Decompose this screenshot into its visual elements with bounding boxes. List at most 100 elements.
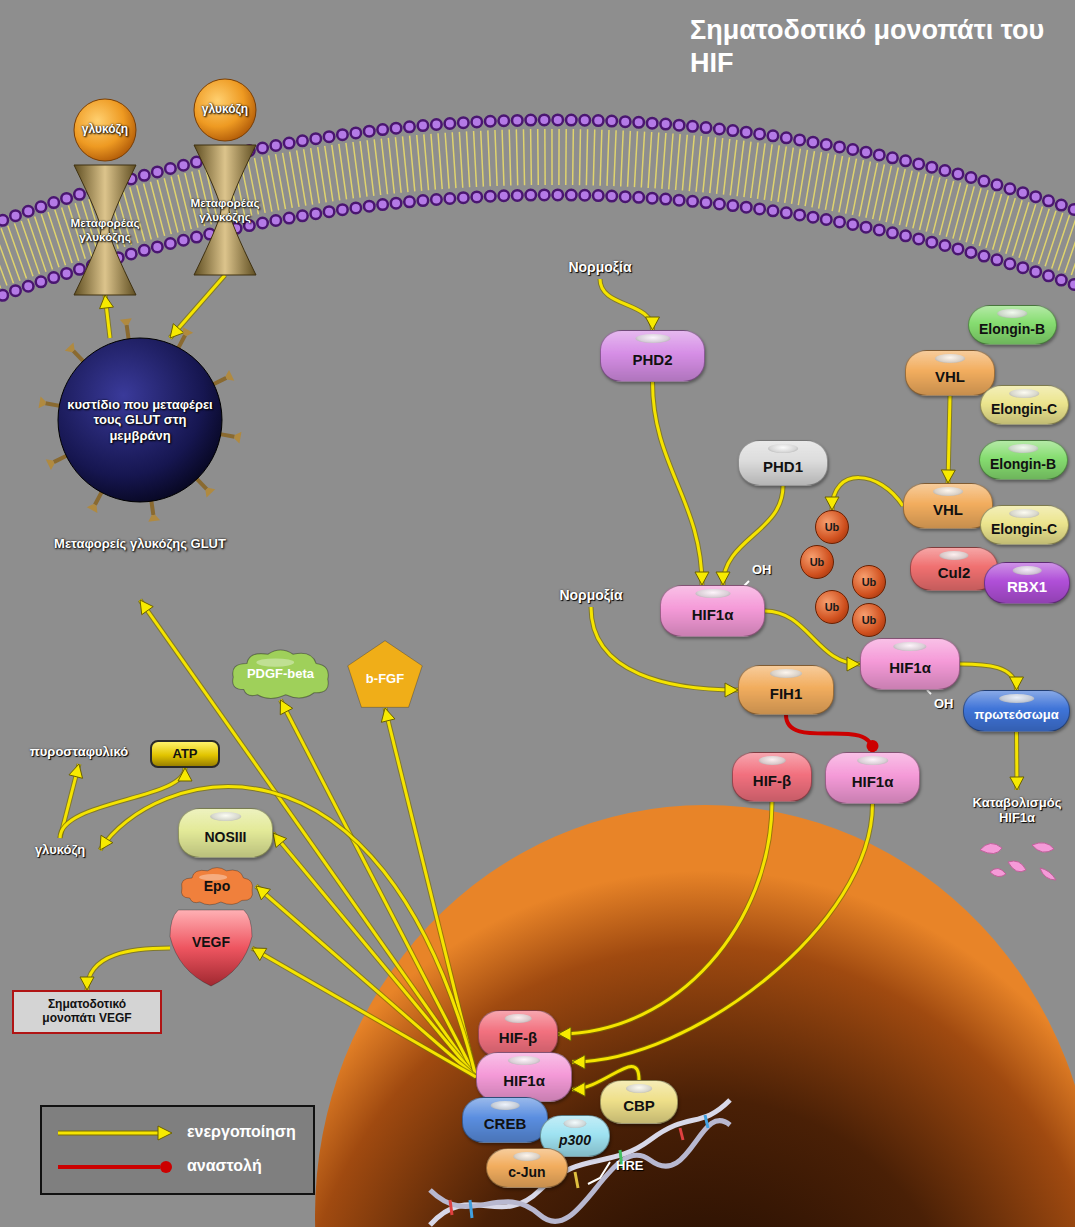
- arrow-head: [1010, 677, 1024, 690]
- node-label: VEGF: [192, 934, 230, 950]
- node-label: RBX1: [1007, 578, 1047, 595]
- arrow-head: [140, 600, 153, 615]
- arrow-head: [695, 572, 709, 585]
- node-label: Elongin-B: [979, 321, 1045, 337]
- arrow-line: [653, 382, 703, 585]
- node-label: πυροσταφυλικό: [30, 745, 128, 760]
- shine-highlight: [857, 756, 889, 765]
- degraded-fragments: [980, 843, 1056, 880]
- activation-arrow: [256, 886, 476, 1077]
- arrow-head: [80, 977, 94, 990]
- node-shape: [40, 338, 240, 600]
- protein-blob: VHL: [905, 350, 995, 396]
- arrow-shadow: [60, 768, 185, 838]
- node-label: HIF-β: [753, 772, 791, 789]
- arrow-shadow: [252, 948, 476, 1077]
- arrow-shadow: [600, 279, 653, 330]
- shine-highlight: [210, 812, 242, 821]
- factor-cloud: Epo: [178, 866, 256, 906]
- inhibition-line: [786, 715, 873, 752]
- node-label: Ub: [862, 614, 877, 627]
- legend-box: ενεργοποίηση αναστολή: [40, 1105, 315, 1195]
- protein-blob: CREB: [462, 1097, 548, 1143]
- glucose-transporter: Μεταφορέας γλυκόζης: [182, 145, 268, 275]
- node-label: PDGF-beta: [247, 667, 314, 682]
- legend-text: ενεργοποίηση: [187, 1123, 296, 1141]
- shine-highlight: [939, 551, 968, 560]
- protein-blob: HIF1α: [660, 585, 765, 637]
- shine-highlight: [1009, 389, 1039, 398]
- activation-arrow: [80, 948, 170, 990]
- arrow-line: [273, 833, 476, 1077]
- glucose-molecule: γλυκόζη: [73, 98, 137, 162]
- activation-arrow: [716, 486, 783, 585]
- nucleus: [315, 805, 1075, 1227]
- node-label: Ub: [825, 521, 840, 534]
- node-label: Σηματοδοτικό μονοπάτι VEGF: [20, 998, 154, 1026]
- arrow-head: [280, 700, 292, 715]
- arrow-shadow: [87, 948, 170, 990]
- protein-blob: HIF1α: [860, 638, 960, 690]
- node-label: HIF-β: [499, 1029, 537, 1046]
- ubiquitin: Ub: [852, 565, 886, 599]
- shine-highlight: [1008, 444, 1038, 453]
- node-label: PHD2: [632, 351, 672, 368]
- arrow-head: [646, 317, 660, 330]
- activation-arrow: [140, 600, 476, 1077]
- arrow-shadow: [140, 600, 476, 1077]
- node-label: Cul2: [938, 564, 971, 581]
- node-label: CBP: [623, 1097, 655, 1114]
- shine-highlight: [505, 1014, 532, 1023]
- activation-arrow: [1010, 732, 1024, 790]
- annotation-label: OH: [934, 696, 954, 711]
- arrow-line: [960, 664, 1017, 690]
- inhibition-connector: [786, 715, 879, 752]
- node-label: HIF1α: [503, 1072, 545, 1089]
- arrow-shadow: [170, 275, 225, 338]
- arrow-head: [572, 1082, 585, 1096]
- diagram-title: Σηματοδοτικό μονοπάτι του HIF: [690, 14, 1060, 80]
- protein-blob: HIF-β: [478, 1010, 558, 1058]
- shine-highlight: [893, 642, 926, 651]
- text-node: Νορμοξία: [546, 583, 636, 607]
- arrow-line: [256, 886, 476, 1077]
- arrow-shadow: [832, 478, 903, 510]
- node-label: VHL: [935, 368, 965, 385]
- arrow-head: [252, 948, 267, 961]
- protein-blob: Elongin-B: [968, 305, 1057, 345]
- shine-highlight: [626, 1084, 652, 1093]
- node-label: Νορμοξία: [559, 587, 622, 603]
- shine-highlight: [933, 487, 963, 496]
- inhibition-end: [867, 740, 879, 752]
- arrow-line: [140, 600, 476, 1077]
- node-label: VHL: [933, 501, 963, 518]
- vesicle-text-area: κυστίδιο που μεταφέρει τους GLUT στη μεμ…: [65, 360, 215, 480]
- arrow-head: [725, 683, 738, 697]
- title-text: Σηματοδοτικό μονοπάτι του HIF: [690, 15, 1044, 78]
- glut-vesicle: κυστίδιο που μεταφέρει τους GLUT στη μεμ…: [40, 338, 240, 600]
- text-node: πυροσταφυλικό: [14, 740, 144, 764]
- shine-highlight: [513, 1152, 540, 1161]
- activation-arrow: [600, 279, 660, 330]
- node-label: b-FGF: [366, 672, 404, 687]
- arrow-shadow: [723, 486, 783, 585]
- activation-arrow: [273, 833, 476, 1077]
- node-label: ATP: [172, 747, 197, 762]
- node-label: HIF1α: [692, 606, 734, 623]
- arrow-head: [273, 833, 287, 847]
- annotation-label: HRE: [616, 1158, 643, 1173]
- shield-node: VEGF: [170, 910, 252, 986]
- activation-arrow: [100, 295, 114, 338]
- arrow-line: [572, 804, 873, 1062]
- activation-arrow: [960, 664, 1024, 690]
- arrow-head: [572, 1055, 585, 1069]
- node-label: HIF1α: [889, 659, 931, 676]
- arrow-head: [558, 1027, 571, 1041]
- shine-highlight: [768, 444, 798, 453]
- ubiquitin: Ub: [815, 590, 849, 624]
- shine-highlight: [491, 1101, 520, 1110]
- node-label: Νορμοξία: [568, 259, 631, 275]
- shine-highlight: [935, 354, 965, 363]
- arrow-line: [723, 486, 783, 585]
